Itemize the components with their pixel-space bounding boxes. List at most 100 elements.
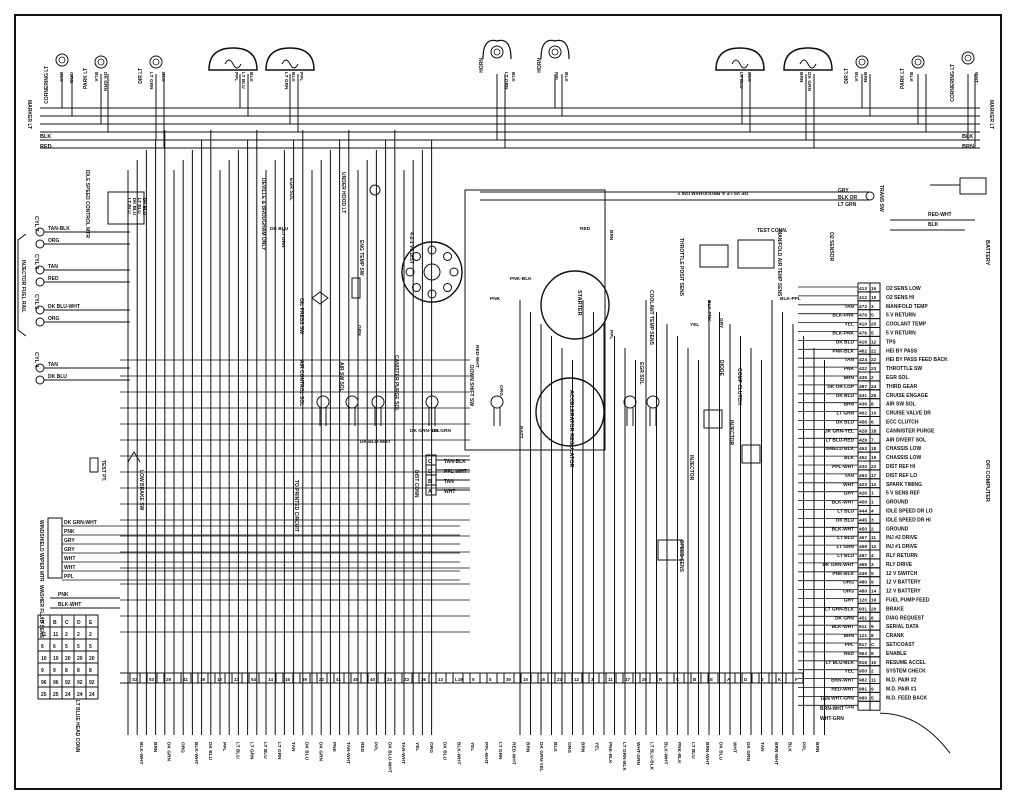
lamp-bulb-5 [858,58,866,66]
connector-cell-label: 92 [77,680,83,686]
top-wire-color: BLK [58,72,64,82]
lamp-bulb-6 [914,58,922,66]
pin-function-label: 5 V SENS REF [886,491,920,497]
pin-function-label: CRUISE VALVE DR [886,411,931,417]
bottom-pin-label: 13 [438,677,444,682]
pin-number: 916 [859,660,867,666]
top-wire-color: WHT [973,72,979,83]
bottom-wire-label: PPL [221,742,227,751]
pin-wire-color: PNK-BLK [832,348,854,354]
headlamp-icon [265,47,315,71]
pin-function-label: M.D. FEED BACK [886,695,928,701]
pin-number: 16 [871,286,877,292]
component-label: ACCELERATOR REGULATOR [568,390,574,468]
pin-number: 11 [871,535,876,541]
connector-cell-label: 2 [65,632,68,638]
trans-wire-label: LT GRN [838,202,857,208]
connector-cell [85,686,99,700]
component-label: DOWN SHIFT SW [468,365,474,406]
bottom-wire-label: LT GRN [497,742,503,760]
pin-wire-color: BLK-WHT [832,500,854,506]
component-label: SPEED SENS [678,540,684,573]
bottom-pin-label: S2 [132,677,138,682]
pin-wire-color: YEL [845,322,854,328]
diagram-border [14,14,1002,790]
pin-wire-color: PNK [844,366,855,372]
pin-function-label: 5 V RETURN [886,331,916,337]
lamp-socket-7 [961,51,975,65]
mid-wire-label: BRN [608,230,614,241]
mid-wire-label: ORG [498,385,504,396]
distributor-terminal [443,283,453,293]
pin-function-label: O2 SENS HI [886,295,915,301]
bus-label-left: BLK [40,134,51,140]
dist-conn-pin-label: B [428,479,432,485]
wiper-wire-label: DK GRN-WHT [64,520,97,526]
cylinder-label: CYL 7 [33,216,39,232]
pin-number: 487 [859,384,867,390]
bottom-wire-label: DK BLU [442,742,448,761]
component-label: O2 SENSOR [828,232,834,262]
speed-sens-box [657,539,683,561]
pin-number: 1 [871,500,874,506]
printed-circuit-label: TO PRINTED CIRCUIT [293,480,299,532]
pin-wire-color: LT GRN-BLK [825,606,854,612]
battery-icon [959,177,987,195]
connector-cell-label: 92 [89,680,95,686]
injector-box [741,444,761,464]
footer-wire-label: BRN-WHT [820,706,844,712]
bottom-wire-label: DK GRN [166,742,172,761]
pin-wire-color: DK BLU [836,339,855,345]
pin-number: 20 [871,322,877,328]
pin-wire-color: DK BLU [836,420,855,426]
connector-cell-label: B [53,620,57,626]
top-wire-color: DK GRN [102,72,108,91]
bottom-pin-label: L19 [455,677,463,682]
pin-function-label: SYSTEM CHECK [886,669,926,675]
pin-function-label: COOLANT TEMP [886,322,927,328]
bottom-pin-label: B [693,677,697,682]
bottom-pin-label: 24 [387,677,393,682]
pin-wire-color: DK BLU [836,393,855,399]
pin-function-label: 12 V BATTERY [886,589,921,595]
component-label: CORNERING LT [950,64,956,102]
top-wire-color: LT BLU [240,72,246,89]
pin-function-label: EGR SOL [886,375,909,381]
pin-wire-color: ORG [843,589,854,595]
connector-cell-label: 5 [77,644,80,650]
fuel-rail-label: INJECTOR FUEL RAIL [20,260,26,313]
pin-function-label: IDLE SPEED DR LO [886,509,933,515]
mid-wire-label: RED-WHT [474,345,480,368]
bottom-pin-label: 53 [149,677,155,682]
pin-number: 11 [871,678,876,684]
pin-number: 24 [871,384,877,390]
idle-wire-label: DK BLU [142,198,147,215]
distributor-terminal [427,245,437,255]
cylinder-label: CYL 6 [33,254,39,270]
pin-function-label: ENABLE [886,651,907,657]
bottom-wire-label: ORG [179,742,185,753]
headlamp-filament-icon [224,59,242,69]
component-label: INJECTOR [688,455,694,481]
pin-wire-color: GRY [844,598,855,604]
battery-wire-label: BLK [928,222,939,228]
connector-cell-label: 11 [41,632,47,638]
pin-number: 2 [871,526,874,532]
bottom-wire-label: TAN [759,742,765,752]
component-label: TEST CONN. [757,228,788,234]
bottom-wire-label: ORG [566,742,572,753]
component-label: PARK LT [83,68,89,89]
top-wire-color: ORG [68,72,74,83]
headlamp-filament-icon [799,59,817,69]
solenoid-terminal [425,395,439,409]
component-label: EGR SOL [288,178,294,201]
pin-number: 8 [871,633,874,639]
pin-number: 16 [871,598,877,604]
component-label: CORNERING LT [44,66,50,104]
idle-speed-label: IDLE SPEED CONTROL MTR [84,170,90,238]
bottom-wire-label: PNK-BLK [676,742,682,764]
bottom-pin-label: E [710,677,713,682]
connector-cell [61,662,75,676]
pin-number: 467 [859,535,867,541]
